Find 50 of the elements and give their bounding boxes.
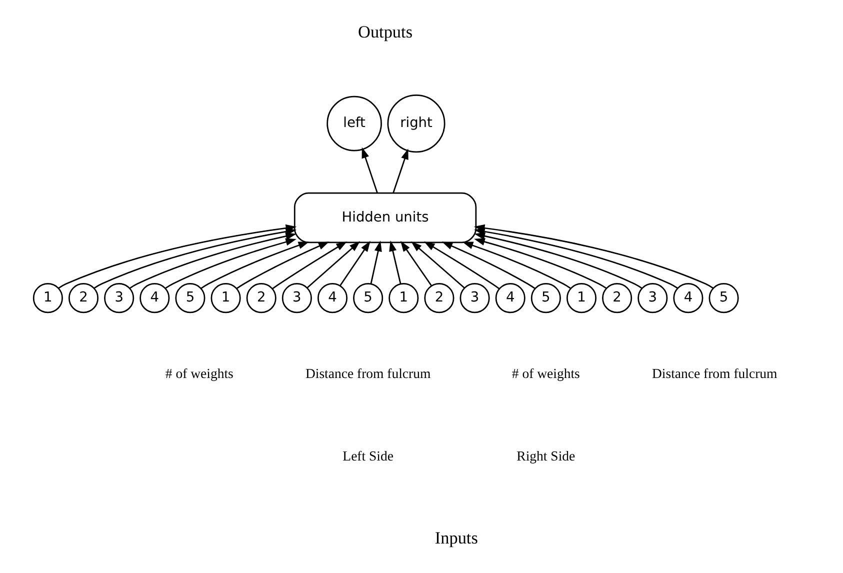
node-box: Hidden units xyxy=(293,192,476,244)
arrow xyxy=(164,238,296,289)
node-circle: 3 xyxy=(104,283,134,314)
label: Distance from fulcrum xyxy=(651,366,777,381)
arrow xyxy=(392,148,408,194)
label: Left Side xyxy=(342,448,393,464)
arrow xyxy=(400,240,432,286)
node-circle: 4 xyxy=(672,283,703,314)
node-circle: 1 xyxy=(388,283,418,314)
label: Inputs xyxy=(434,528,478,548)
node-circle: left xyxy=(326,96,382,152)
label: # of weights xyxy=(164,366,233,381)
node-circle: 2 xyxy=(424,283,454,314)
node-circle: 5 xyxy=(352,283,383,314)
arrow xyxy=(462,242,570,289)
node-circle: 3 xyxy=(281,283,312,314)
arrow xyxy=(129,232,296,289)
arrow xyxy=(236,242,329,290)
arrow xyxy=(474,232,642,289)
node-circle: 5 xyxy=(174,283,205,314)
node-circle: 2 xyxy=(602,283,632,314)
arrow xyxy=(93,228,296,289)
node-circle: 5 xyxy=(530,283,560,314)
node-circle: 3 xyxy=(637,283,668,314)
node-circle: right xyxy=(386,94,445,153)
arrow xyxy=(474,238,606,289)
arrow xyxy=(388,240,401,284)
label: Outputs xyxy=(358,22,412,42)
node-circle: 5 xyxy=(708,283,738,314)
label: Right Side xyxy=(516,448,575,464)
arrow xyxy=(423,241,500,290)
arrow xyxy=(200,242,309,289)
arrow xyxy=(306,241,360,288)
arrow xyxy=(361,147,378,194)
label: # of weights xyxy=(511,366,580,381)
node-circle: 1 xyxy=(566,283,596,314)
node-circle: 4 xyxy=(139,283,170,314)
node-circle: 1 xyxy=(32,283,62,314)
arrow xyxy=(370,240,382,284)
label: Distance from fulcrum xyxy=(304,366,430,381)
node-circle: 4 xyxy=(494,283,525,314)
arrow xyxy=(339,240,370,286)
node-circle: 3 xyxy=(459,283,490,314)
node-circle: 1 xyxy=(210,283,240,314)
arrow xyxy=(441,242,535,290)
node-circle: 2 xyxy=(246,283,276,314)
arrow xyxy=(410,241,464,288)
node-circle: 4 xyxy=(316,283,348,314)
arrow xyxy=(272,241,347,290)
node-circle: 2 xyxy=(68,283,98,314)
